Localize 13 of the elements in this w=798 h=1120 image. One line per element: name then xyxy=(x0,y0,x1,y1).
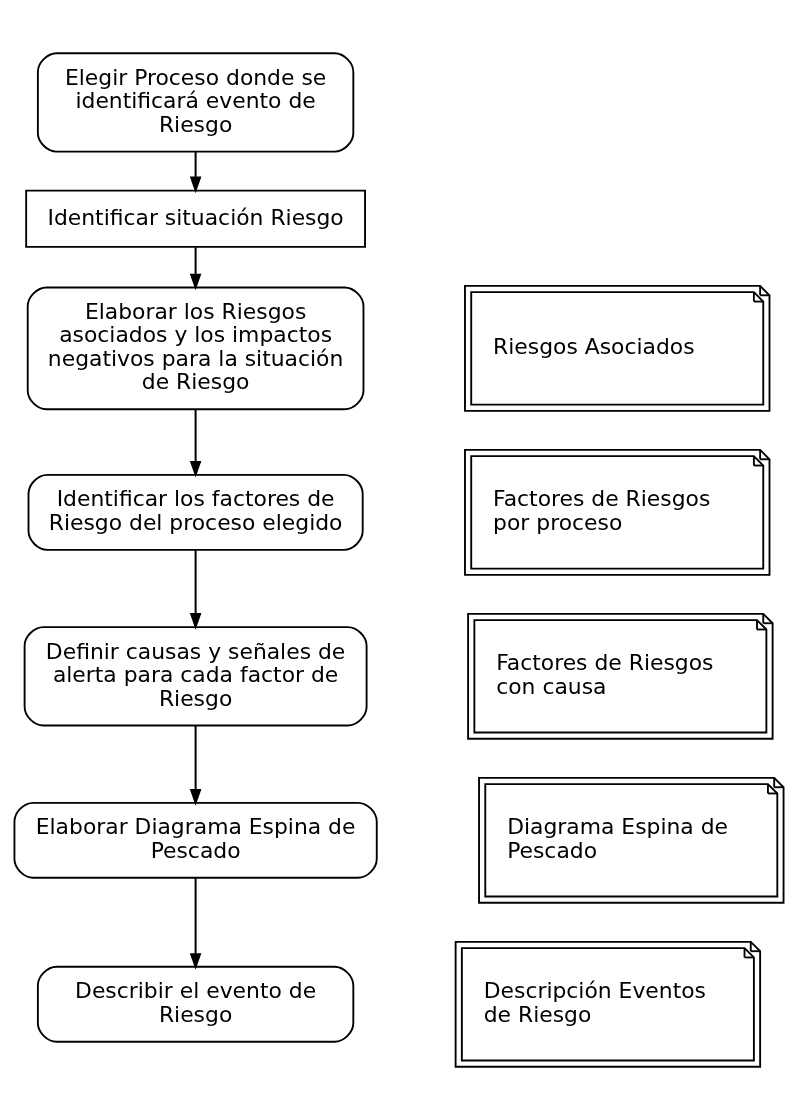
node-box: Elaborar Diagrama Espina de Pescado xyxy=(13,801,378,879)
node-box: Definir causas y señales de alerta para cada factor de Riesgo xyxy=(23,626,368,727)
arrow xyxy=(189,247,202,291)
node-box: Identificar situación Riesgo xyxy=(25,189,366,248)
arrow xyxy=(189,409,202,478)
node-box: Elaborar los Riesgos asociados y los impactos negativos para la situación de Riesgo xyxy=(26,286,365,411)
arrow xyxy=(189,152,202,194)
arrow xyxy=(189,878,202,970)
node-box: Elegir Proceso donde se identificará evento de Riesgo xyxy=(36,52,355,153)
arrow xyxy=(189,550,202,630)
node-box: Identificar los factores de Riesgo del proceso elegido xyxy=(27,473,364,551)
node-box: Describir el evento de Riesgo xyxy=(36,965,355,1043)
arrow xyxy=(189,725,202,806)
